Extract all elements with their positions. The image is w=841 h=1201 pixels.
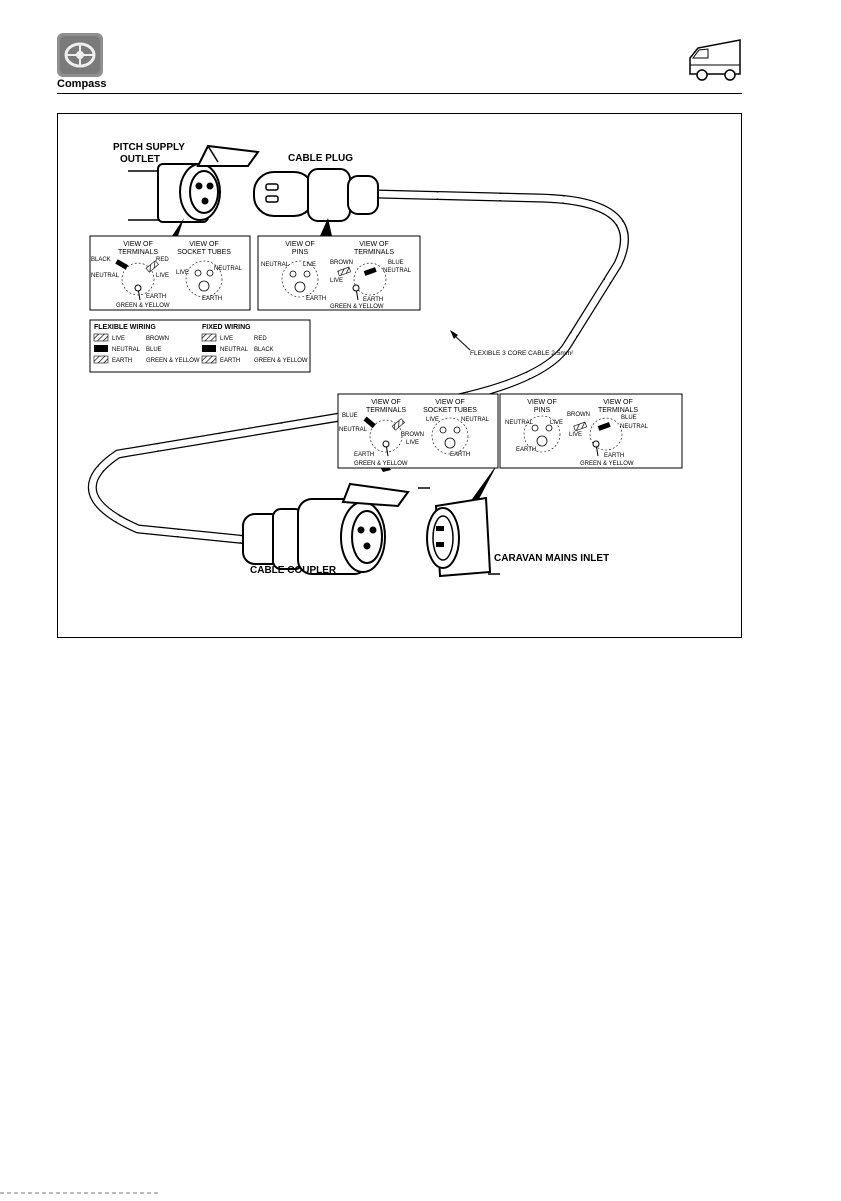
- pitch-supply-label-1: PITCH SUPPLY: [113, 142, 185, 153]
- pitch-supply-outlet: [128, 144, 260, 223]
- svg-text:TERMINALS: TERMINALS: [366, 407, 406, 414]
- svg-text:TERMINALS: TERMINALS: [354, 249, 394, 256]
- svg-text:NEUTRAL: NEUTRAL: [261, 262, 290, 268]
- svg-text:EARTH: EARTH: [516, 447, 536, 453]
- plug-pins-panel: VIEW OF PINS VIEW OF TERMINALS NEUTRAL L…: [257, 235, 421, 311]
- svg-text:VIEW OF: VIEW OF: [359, 241, 389, 248]
- svg-text:SOCKET TUBES: SOCKET TUBES: [423, 407, 477, 414]
- svg-text:VIEW OF: VIEW OF: [527, 399, 557, 406]
- cable-coupler-label: CABLE COUPLER: [250, 565, 337, 576]
- svg-text:VIEW OF: VIEW OF: [603, 399, 633, 406]
- svg-text:BROWN: BROWN: [146, 336, 169, 342]
- svg-text:GREEN & YELLOW: GREEN & YELLOW: [116, 303, 170, 309]
- outlet-terminals-panel: VIEW OF TERMINALS VIEW OF SOCKET TUBES B…: [89, 235, 251, 311]
- svg-text:NEUTRAL: NEUTRAL: [112, 347, 141, 353]
- svg-text:BLACK: BLACK: [91, 257, 111, 263]
- coupler-terminals-panel: VIEW OF TERMINALS VIEW OF SOCKET TUBES B…: [337, 393, 499, 469]
- cable-plug: [253, 168, 379, 222]
- compass-logo-icon: [57, 33, 103, 77]
- svg-text:RED: RED: [156, 257, 169, 263]
- svg-text:NEUTRAL: NEUTRAL: [383, 268, 412, 274]
- cable-coupler: [242, 482, 410, 575]
- svg-text:LIVE: LIVE: [426, 417, 439, 423]
- svg-text:EARTH: EARTH: [146, 294, 166, 300]
- svg-text:EARTH: EARTH: [450, 452, 470, 458]
- svg-text:EARTH: EARTH: [306, 296, 326, 302]
- inlet-pins-panel: VIEW OF PINS VIEW OF TERMINALS NEUTRAL L…: [499, 393, 683, 469]
- svg-text:LIVE: LIVE: [550, 420, 563, 426]
- svg-text:VIEW OF: VIEW OF: [189, 241, 219, 248]
- svg-text:BROWN: BROWN: [330, 260, 353, 266]
- flexible-wiring-title: FLEXIBLE WIRING: [94, 324, 156, 331]
- hookup-diagram: PITCH SUPPLY OUTLET CABLE PLUG VIEW OF T…: [87, 142, 683, 578]
- svg-text:GREEN & YELLOW: GREEN & YELLOW: [146, 358, 200, 364]
- svg-text:LIVE: LIVE: [330, 278, 343, 284]
- svg-text:LIVE: LIVE: [156, 273, 169, 279]
- svg-text:VIEW OF: VIEW OF: [123, 241, 153, 248]
- svg-text:GREEN & YELLOW: GREEN & YELLOW: [580, 461, 634, 467]
- svg-text:VIEW OF: VIEW OF: [371, 399, 401, 406]
- svg-text:PINS: PINS: [534, 407, 551, 414]
- motorhome-icon: [686, 30, 742, 86]
- svg-text:BLUE: BLUE: [146, 347, 162, 353]
- flexible-cable-label: FLEXIBLE 3 CORE CABLE 2.5mm²: [470, 350, 574, 357]
- brand-name: Compass: [57, 78, 107, 90]
- svg-text:NEUTRAL: NEUTRAL: [220, 347, 249, 353]
- svg-text:EARTH: EARTH: [604, 453, 624, 459]
- svg-text:NEUTRAL: NEUTRAL: [620, 424, 649, 430]
- svg-text:VIEW OF: VIEW OF: [285, 241, 315, 248]
- svg-text:EARTH: EARTH: [202, 296, 222, 302]
- page-header: Compass: [0, 0, 841, 96]
- svg-text:LIVE: LIVE: [406, 440, 419, 446]
- svg-text:NEUTRAL: NEUTRAL: [91, 273, 120, 279]
- svg-text:LIVE: LIVE: [303, 262, 316, 268]
- svg-text:BLUE: BLUE: [621, 415, 637, 421]
- page-footer: [0, 1183, 841, 1194]
- cable-plug-label: CABLE PLUG: [288, 153, 353, 164]
- header-rule: [57, 93, 742, 94]
- svg-text:SOCKET TUBES: SOCKET TUBES: [177, 249, 231, 256]
- pitch-supply-label-2: OUTLET: [120, 154, 160, 165]
- svg-text:LIVE: LIVE: [220, 336, 233, 342]
- svg-text:BLUE: BLUE: [388, 260, 404, 266]
- svg-text:NEUTRAL: NEUTRAL: [339, 427, 368, 433]
- svg-text:EARTH: EARTH: [112, 358, 132, 364]
- svg-text:RED: RED: [254, 336, 267, 342]
- svg-text:GREEN & YELLOW: GREEN & YELLOW: [330, 304, 384, 310]
- svg-text:BLUE: BLUE: [342, 413, 358, 419]
- svg-text:EARTH: EARTH: [354, 452, 374, 458]
- diagram-frame: PITCH SUPPLY OUTLET CABLE PLUG VIEW OF T…: [57, 113, 742, 638]
- caravan-mains-inlet-label: CARAVAN MAINS INLET: [494, 553, 609, 564]
- svg-text:BROWN: BROWN: [401, 432, 424, 438]
- svg-text:TERMINALS: TERMINALS: [118, 249, 158, 256]
- svg-text:GREEN & YELLOW: GREEN & YELLOW: [254, 358, 308, 364]
- svg-text:LIVE: LIVE: [569, 432, 582, 438]
- svg-text:TERMINALS: TERMINALS: [598, 407, 638, 414]
- caravan-mains-inlet: [418, 487, 500, 578]
- fixed-wiring-title: FIXED WIRING: [202, 324, 251, 331]
- svg-text:EARTH: EARTH: [220, 358, 240, 364]
- svg-text:BLACK: BLACK: [254, 347, 274, 353]
- svg-text:NEUTRAL: NEUTRAL: [505, 420, 534, 426]
- svg-text:VIEW OF: VIEW OF: [435, 399, 465, 406]
- flexible-cable: [87, 189, 629, 545]
- wiring-legend: FLEXIBLE WIRING FIXED WIRING LIVE BROWN …: [89, 319, 311, 373]
- svg-text:NEUTRAL: NEUTRAL: [461, 417, 490, 423]
- svg-text:EARTH: EARTH: [363, 297, 383, 303]
- svg-text:GREEN & YELLOW: GREEN & YELLOW: [354, 461, 408, 467]
- svg-text:PINS: PINS: [292, 249, 309, 256]
- svg-text:LIVE: LIVE: [176, 270, 189, 276]
- svg-text:LIVE: LIVE: [112, 336, 125, 342]
- svg-text:BROWN: BROWN: [567, 412, 590, 418]
- svg-text:NEUTRAL: NEUTRAL: [214, 266, 243, 272]
